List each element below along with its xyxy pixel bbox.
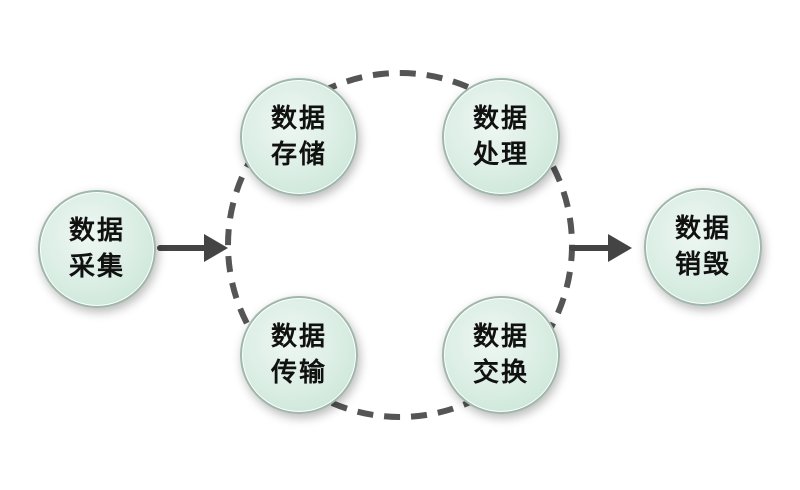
node-label-line2: 存储 [270,140,327,170]
node-label-line2: 采集 [68,252,125,282]
node-data-exchange: 数据 交换 [442,296,560,414]
node-label-line1: 数据 [674,214,731,244]
arrowhead-collect-to-cycle [204,234,228,262]
node-label-line2: 处理 [472,140,529,170]
node-label-line1: 数据 [270,322,327,352]
node-data-destruction: 数据 销毁 [644,188,762,306]
node-data-collection: 数据 采集 [38,190,156,308]
node-label-line1: 数据 [472,104,529,134]
node-label-line1: 数据 [472,322,529,352]
node-data-transfer: 数据 传输 [240,296,358,414]
node-label-line2: 传输 [270,358,327,388]
node-data-processing: 数据 处理 [442,78,560,196]
node-label-line2: 交换 [472,358,529,388]
node-label-line2: 销毁 [674,250,731,280]
node-data-storage: 数据 存储 [240,78,358,196]
node-label-line1: 数据 [270,104,327,134]
node-label-line1: 数据 [68,216,125,246]
arrowhead-cycle-to-destroy [608,234,632,262]
